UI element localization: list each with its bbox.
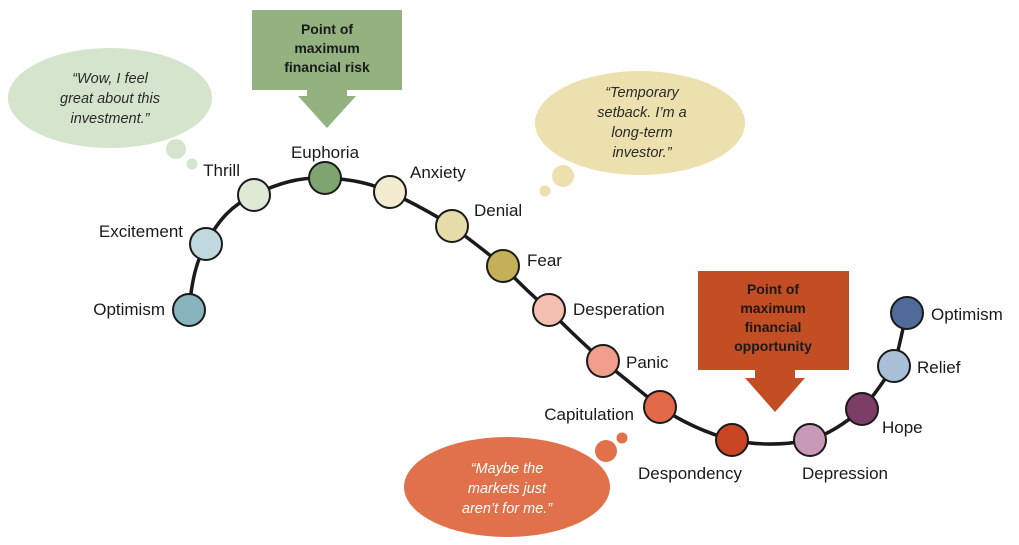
stage-label-euphoria: Euphoria (291, 143, 360, 162)
stage-node-optimism-end (890, 296, 924, 330)
thought-bubble-euphoric-dot-small (186, 158, 198, 170)
risk-callout-line-3: financial risk (284, 59, 370, 75)
opportunity-callout-line-1: Point of (747, 281, 799, 297)
risk-callout-line-1: Point of (301, 21, 353, 37)
stage-node-capitulation (643, 390, 677, 424)
stage-label-despondency: Despondency (638, 464, 742, 483)
thought-bubble-despair: “Maybe the markets just aren’t for me.” (404, 432, 628, 537)
stage-label-depression: Depression (802, 464, 888, 483)
stage-node-panic (586, 344, 620, 378)
thought-bubble-denial-dot-small (539, 185, 551, 197)
opportunity-callout-line-3: financial (745, 319, 802, 335)
stage-label-fear: Fear (527, 251, 562, 270)
thought-bubble-denial-dot-large (552, 165, 574, 187)
stage-label-excitement: Excitement (99, 222, 183, 241)
stage-label-desperation: Desperation (573, 300, 665, 319)
thought-bubble-despair-dot-small (616, 432, 628, 444)
stage-labels: Optimism Excitement Thrill Euphoria Anxi… (93, 143, 1003, 483)
stage-node-hope (845, 392, 879, 426)
thought-bubble-euphoric-line-1: “Wow, I feel (72, 71, 149, 87)
opportunity-callout-arrow (698, 271, 849, 412)
opportunity-callout-line-2: maximum (740, 300, 805, 316)
thought-bubble-denial-line-3: long-term (611, 125, 672, 141)
thought-bubble-euphoric: “Wow, I feel great about this investment… (8, 48, 212, 170)
stage-node-desperation (532, 293, 566, 327)
thought-bubble-denial-line-2: setback. I’m a (597, 105, 686, 121)
stage-node-fear (486, 249, 520, 283)
stage-node-euphoria (308, 161, 342, 195)
stage-label-hope: Hope (882, 418, 923, 437)
stage-node-relief (877, 349, 911, 383)
thought-bubble-euphoric-line-2: great about this (60, 91, 160, 107)
stage-label-denial: Denial (474, 201, 522, 220)
stage-label-anxiety: Anxiety (410, 163, 466, 182)
stage-node-excitement (189, 227, 223, 261)
stage-node-anxiety (373, 175, 407, 209)
risk-callout: Point of maximum financial risk (252, 10, 402, 128)
thought-bubble-despair-body (404, 437, 610, 537)
stage-node-denial (435, 209, 469, 243)
thought-bubble-despair-line-1: “Maybe the (471, 461, 544, 477)
thought-bubble-denial-line-1: “Temporary (605, 85, 679, 101)
stage-label-optimism-start: Optimism (93, 300, 165, 319)
risk-callout-arrow (252, 10, 402, 128)
thought-bubble-denial: “Temporary setback. I’m a long-term inve… (535, 71, 745, 197)
stage-node-despondency (715, 423, 749, 457)
opportunity-callout: Point of maximum financial opportunity (698, 271, 849, 412)
stage-label-capitulation: Capitulation (544, 405, 634, 424)
thought-bubble-euphoric-body (8, 48, 212, 148)
stage-label-optimism-end: Optimism (931, 305, 1003, 324)
thought-bubble-euphoric-line-3: investment.” (71, 111, 151, 127)
stage-label-thrill: Thrill (203, 161, 240, 180)
stage-label-panic: Panic (626, 353, 669, 372)
thought-bubble-denial-body (535, 71, 745, 175)
risk-callout-line-2: maximum (294, 40, 359, 56)
thought-bubble-despair-dot-large (595, 440, 617, 462)
stage-label-relief: Relief (917, 358, 961, 377)
thought-bubble-despair-line-2: markets just (468, 481, 547, 497)
thought-bubble-despair-line-3: aren’t for me.” (462, 501, 553, 517)
stage-node-optimism-start (172, 293, 206, 327)
stage-node-depression (793, 423, 827, 457)
thought-bubble-euphoric-dot-large (166, 139, 186, 159)
opportunity-callout-line-4: opportunity (734, 338, 812, 354)
thought-bubble-denial-line-4: investor.” (612, 145, 672, 161)
stage-node-thrill (237, 178, 271, 212)
stage-nodes (172, 161, 924, 457)
